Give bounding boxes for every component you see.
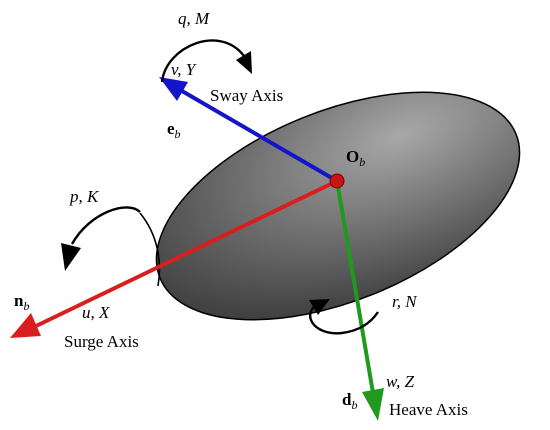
surge-vector-symbol: n xyxy=(14,291,24,310)
sway-vector-symbol: e xyxy=(167,119,175,138)
origin-label: Ob xyxy=(346,147,365,169)
origin-point xyxy=(329,173,345,189)
origin-subscript: b xyxy=(359,155,365,169)
surge-rotation-label: p, K xyxy=(69,187,100,206)
rotation-arrow-q-icon xyxy=(160,39,252,83)
sway-vector-label: eb xyxy=(167,119,181,141)
surge-axis-arrow xyxy=(10,179,338,338)
origin-symbol: O xyxy=(346,147,359,166)
heave-vector-label: db xyxy=(342,390,357,412)
sway-axis-arrow xyxy=(159,77,339,183)
heave-axis-arrow xyxy=(335,180,384,421)
body-cross-section-arc xyxy=(139,212,161,287)
vehicle-body xyxy=(155,91,521,321)
sway-velocity-force-label: v, Y xyxy=(171,60,197,79)
surge-axis-label: Surge Axis xyxy=(64,332,139,351)
sway-rotation-label: q, M xyxy=(178,9,210,28)
surge-velocity-force-label: u, X xyxy=(82,303,110,322)
heave-velocity-force-label: w, Z xyxy=(386,372,415,391)
heave-vector-subscript: b xyxy=(351,398,357,412)
heave-axis-label: Heave Axis xyxy=(389,400,468,419)
sway-axis-label: Sway Axis xyxy=(210,86,283,105)
rotation-arrow-r-icon xyxy=(308,299,379,335)
sway-vector-subscript: b xyxy=(175,127,181,141)
heave-vector-symbol: d xyxy=(342,390,352,409)
rotation-arrow-p-icon xyxy=(61,206,141,271)
heave-rotation-label: r, N xyxy=(392,292,418,311)
surge-vector-subscript: b xyxy=(23,299,29,313)
surge-vector-label: nb xyxy=(14,291,29,313)
